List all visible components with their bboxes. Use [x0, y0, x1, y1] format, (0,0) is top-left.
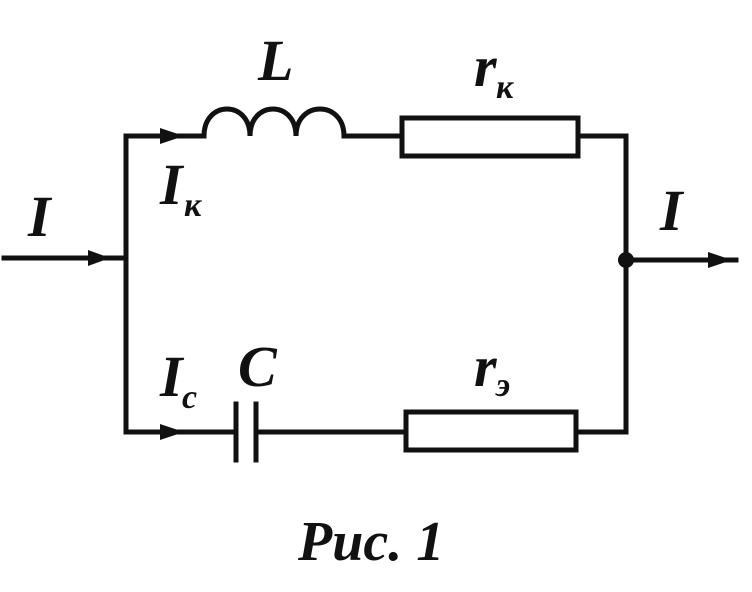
input-arrow — [88, 250, 110, 266]
coil-current-arrow — [160, 128, 184, 144]
label-capacitor-current-sub: c — [182, 379, 197, 416]
label-rk-main: r — [474, 34, 497, 99]
label-re-sub: э — [495, 367, 510, 404]
resistor-rk — [399, 115, 581, 159]
label-coil-current-main: I — [159, 152, 185, 217]
label-current-in: I — [27, 184, 53, 249]
capacitor-current-arrow — [160, 424, 184, 440]
label-current-out: I — [659, 178, 685, 243]
label-rk-sub: к — [496, 69, 514, 106]
label-capacitor-current-main: I — [159, 344, 185, 409]
inductor-coil — [201, 106, 347, 139]
label-re-main: r — [474, 334, 497, 399]
output-arrow — [708, 252, 732, 268]
resistor-re — [403, 409, 579, 453]
label-inductor: L — [257, 28, 293, 93]
label-coil-current-sub: к — [184, 187, 202, 224]
label-capacitor: C — [238, 334, 278, 399]
figure-caption: Рис. 1 — [297, 511, 444, 573]
